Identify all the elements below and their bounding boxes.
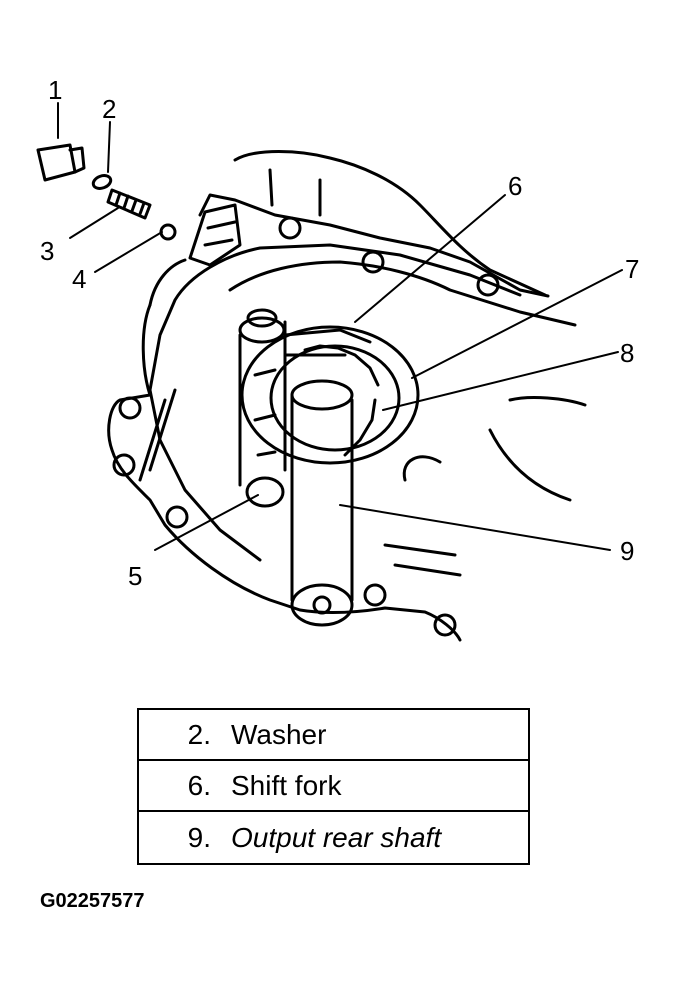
bearing-bore-inner xyxy=(269,344,401,452)
transfer-case-diagram: 1 2 3 4 5 6 7 8 9 xyxy=(36,75,639,642)
shift-rail xyxy=(238,320,287,487)
flange-face xyxy=(148,243,522,562)
callout-2: 2 xyxy=(102,94,116,124)
callout-5: 5 xyxy=(128,561,142,591)
legend-label: Washer xyxy=(231,718,327,750)
legend-number: 2. xyxy=(187,718,211,750)
legend-label: Output rear shaft xyxy=(231,821,442,853)
plug-boss xyxy=(188,203,242,267)
housing-left-boss xyxy=(148,258,187,307)
parts-legend-table: 2. Washer 6. Shift fork 9. Output rear s… xyxy=(137,708,530,865)
output-shaft-bottom xyxy=(290,583,354,627)
shift-fork xyxy=(283,328,372,357)
legend-row-shift-fork: 6. Shift fork xyxy=(139,761,528,812)
bolt-hole xyxy=(363,583,387,607)
callout-4: 4 xyxy=(72,264,86,294)
bearing-bore-outer xyxy=(240,325,420,465)
shift-rail-end xyxy=(245,476,285,508)
spring-part xyxy=(106,188,152,220)
flange-inner xyxy=(228,260,577,327)
callout-1: 1 xyxy=(48,75,62,105)
bolt-hole xyxy=(476,273,500,297)
callout-3: 3 xyxy=(40,236,54,266)
washer-part xyxy=(91,174,113,190)
ball-part xyxy=(159,223,177,241)
bolt-hole xyxy=(112,453,136,477)
figure-code: G02257577 xyxy=(40,890,145,912)
legend-row-washer: 2. Washer xyxy=(139,710,528,761)
callout-7: 7 xyxy=(625,254,639,284)
bolt-hole xyxy=(165,505,189,529)
bolt-hole xyxy=(361,250,385,274)
legend-label: Shift fork xyxy=(231,769,342,801)
housing-outline xyxy=(107,150,547,642)
legend-number: 6. xyxy=(187,769,211,801)
bolt-hole xyxy=(118,396,142,420)
legend-number: 9. xyxy=(187,821,211,853)
callout-9: 9 xyxy=(620,536,634,566)
bolt-hole xyxy=(433,613,457,637)
bolt-hole xyxy=(278,216,302,240)
output-shaft-top xyxy=(290,379,354,411)
callout-6: 6 xyxy=(508,171,522,201)
callout-8: 8 xyxy=(620,338,634,368)
shift-rail-top xyxy=(238,316,286,344)
bearing-rollers xyxy=(303,344,380,457)
legend-row-output-rear-shaft: 9. Output rear shaft xyxy=(139,812,528,863)
output-shaft xyxy=(290,393,354,602)
